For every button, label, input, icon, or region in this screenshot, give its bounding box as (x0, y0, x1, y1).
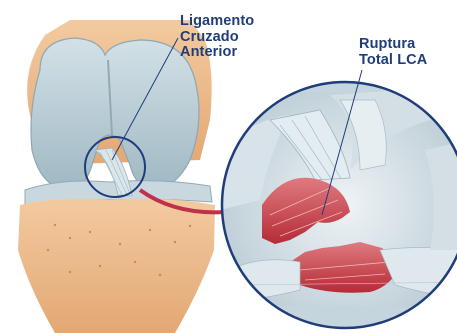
tibia-bone (18, 199, 215, 333)
acl-label-line3: Anterior (180, 45, 254, 61)
acl-label-line1: Ligamento (180, 14, 254, 30)
acl-label: Ligamento Cruzado Anterior (180, 14, 254, 61)
tear-label: Ruptura Total LCA (359, 37, 427, 68)
tear-label-line2: Total LCA (359, 53, 427, 69)
tear-label-line1: Ruptura (359, 37, 427, 53)
zoom-circle (220, 80, 457, 333)
acl-label-line2: Cruzado (180, 30, 254, 46)
